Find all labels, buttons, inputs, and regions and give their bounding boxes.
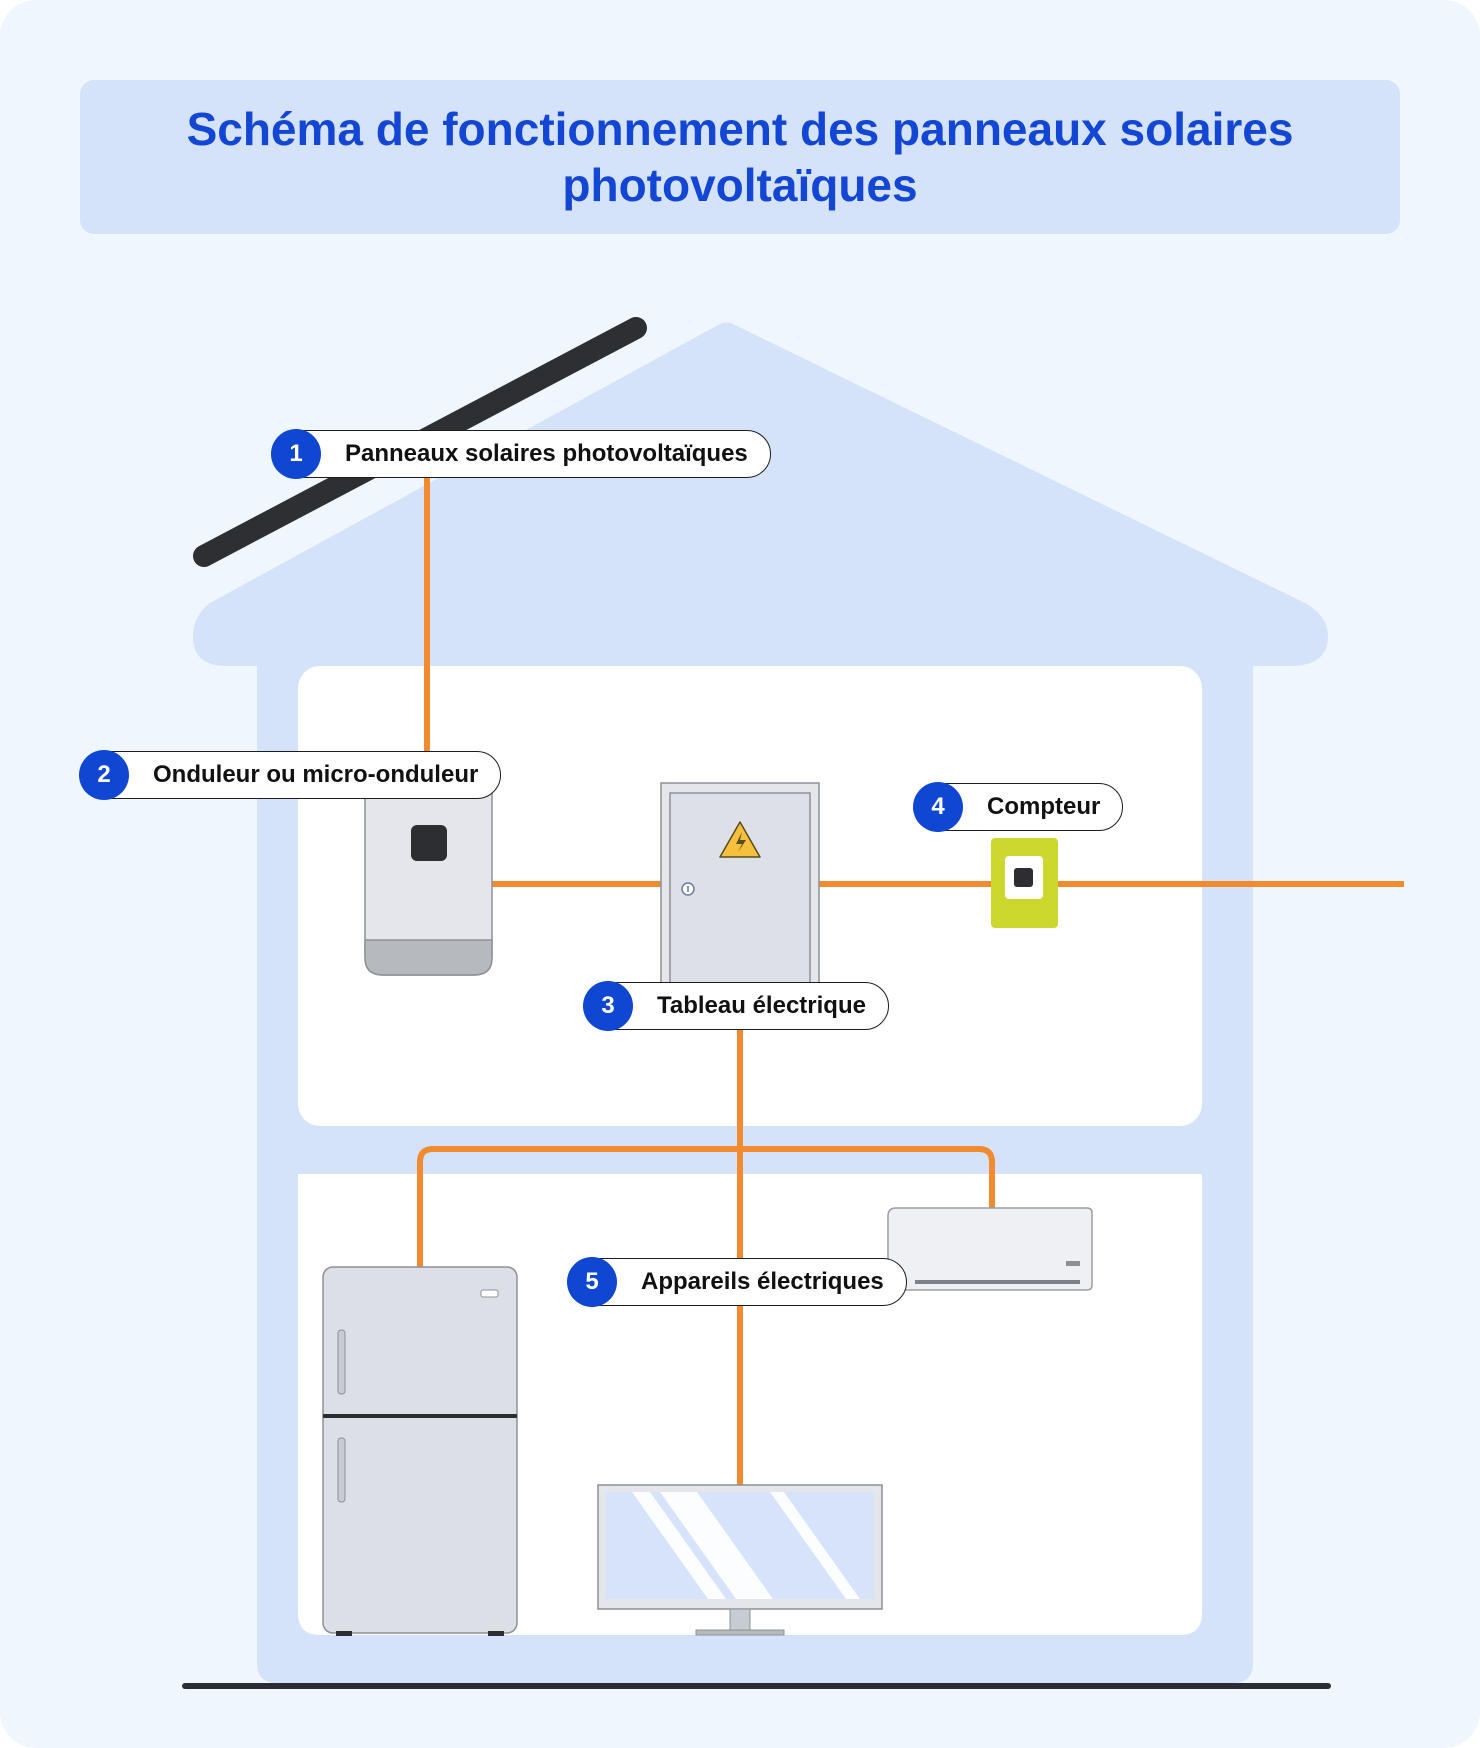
television-icon xyxy=(597,1484,883,1636)
label-text: Appareils électriques xyxy=(641,1268,884,1295)
fridge-icon xyxy=(322,1266,518,1636)
air-conditioner-icon xyxy=(887,1207,1093,1291)
label-appliances: 5 Appareils électriques xyxy=(567,1257,907,1307)
title-banner: Schéma de fonctionnement des panneaux so… xyxy=(80,80,1400,234)
number-badge: 4 xyxy=(913,782,963,832)
page-title: Schéma de fonctionnement des panneaux so… xyxy=(186,103,1294,211)
number-badge: 1 xyxy=(271,429,321,479)
electrical-panel-icon xyxy=(660,782,820,984)
warning-icon xyxy=(719,821,761,858)
label-text: Panneaux solaires photovoltaïques xyxy=(345,440,748,467)
meter-icon xyxy=(991,838,1058,928)
label-text: Tableau électrique xyxy=(657,992,866,1019)
label-electrical-panel: 3 Tableau électrique xyxy=(583,981,889,1031)
label-solar-panels: 1 Panneaux solaires photovoltaïques xyxy=(271,429,771,479)
number-badge: 2 xyxy=(79,750,129,800)
label-text: Onduleur ou micro-onduleur xyxy=(153,761,479,788)
number-badge: 3 xyxy=(583,981,633,1031)
number-badge: 5 xyxy=(567,1257,617,1307)
label-meter: 4 Compteur xyxy=(913,782,1124,832)
inverter-icon xyxy=(364,789,493,976)
label-text: Compteur xyxy=(987,793,1101,820)
label-inverter: 2 Onduleur ou micro-onduleur xyxy=(79,750,502,800)
